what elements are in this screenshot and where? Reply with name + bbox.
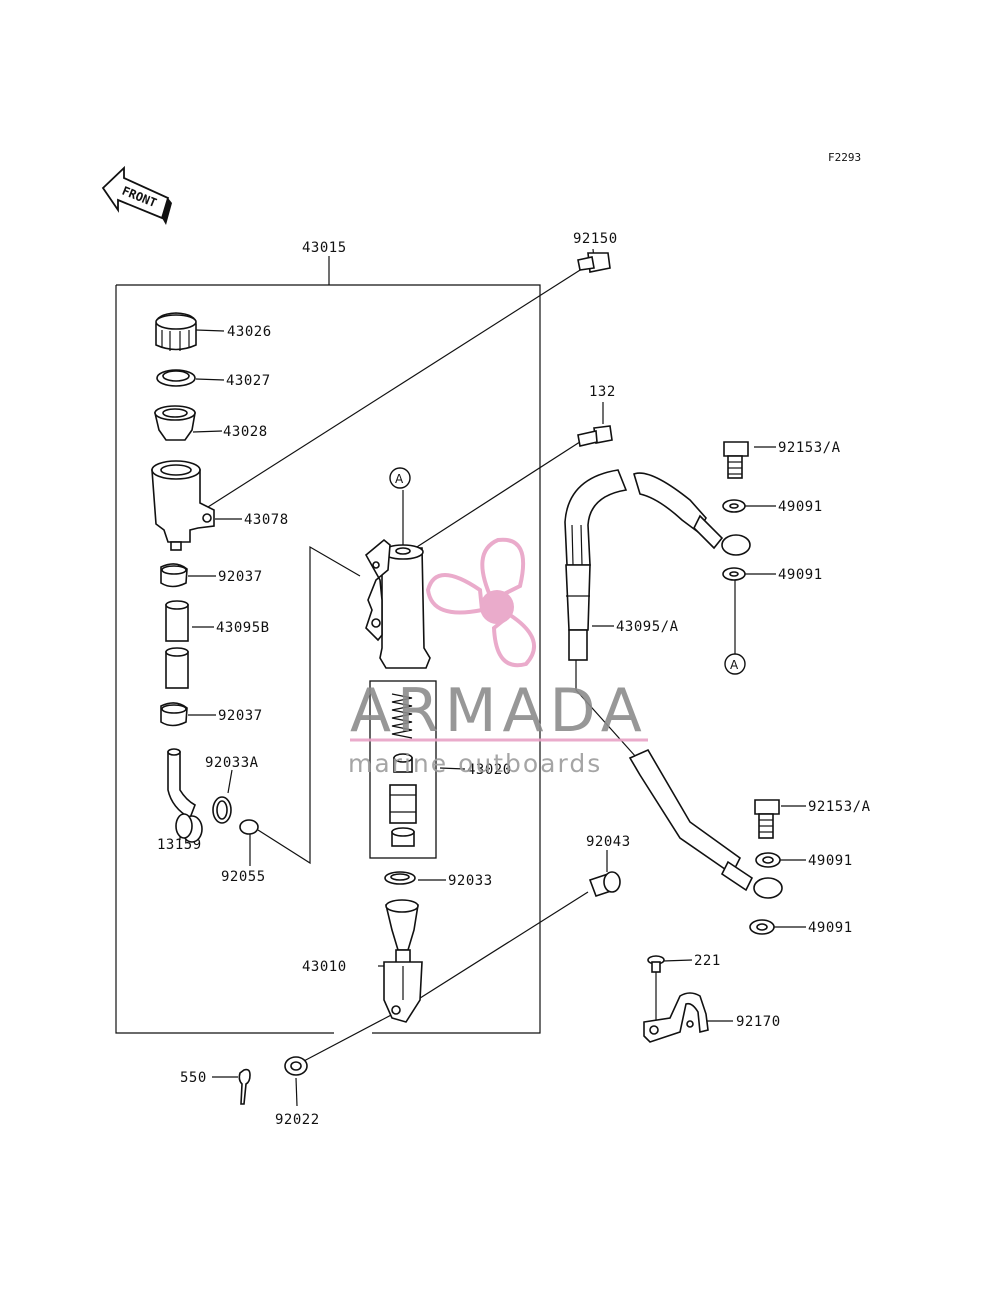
label-43028: 43028: [223, 424, 268, 440]
label-92033a: 92033A: [205, 755, 259, 771]
copper-washer-4-part: [749, 919, 775, 935]
label-92033: 92033: [448, 873, 493, 889]
label-43078: 43078: [244, 512, 289, 528]
svg-text:A: A: [395, 472, 404, 486]
front-arrow-icon: FRONT: [101, 165, 172, 225]
cotter-pin-part: [238, 1068, 251, 1105]
label-550: 550: [180, 1070, 207, 1086]
label-43095b: 43095B: [216, 620, 270, 636]
hose-clamp-bottom-part: [160, 702, 188, 727]
label-43020: 43020: [467, 762, 512, 778]
label-49091-3: 49091: [808, 853, 853, 869]
reservoir-part: [151, 460, 215, 551]
elbow-fitting-part: [167, 748, 203, 843]
label-92153a-bottom: 92153/A: [808, 799, 871, 815]
label-92055: 92055: [221, 869, 266, 885]
label-43095a: 43095/A: [616, 619, 679, 635]
snap-ring-part: [384, 871, 416, 885]
armada-watermark: ARMADA marine outboards: [348, 537, 648, 778]
label-92037-top: 92037: [218, 569, 263, 585]
diagram-code: F2293: [828, 151, 861, 164]
master-cylinder-part: [364, 538, 431, 669]
label-49091-1: 49091: [778, 499, 823, 515]
assembly-bracket: [115, 256, 541, 1034]
screw-221-part: [647, 955, 665, 973]
banjo-bolt-top-part: [723, 441, 749, 479]
hose-clamp-bracket-part: [643, 992, 709, 1043]
reservoir-hose-part: [165, 600, 189, 689]
label-49091-4: 49091: [808, 920, 853, 936]
label-92153a-top: 92153/A: [778, 440, 841, 456]
snap-ring-a-part: [212, 796, 232, 824]
banjo-bolt-bottom-part: [754, 799, 780, 839]
o-ring-part: [239, 819, 259, 835]
label-49091-2: 49091: [778, 567, 823, 583]
brake-hose-part: [564, 469, 783, 899]
copper-washer-3-part: [755, 852, 781, 868]
bolt-132-part: [577, 425, 613, 447]
label-92037-bottom: 92037: [218, 708, 263, 724]
watermark-brand: ARMADA: [350, 676, 648, 746]
clevis-pin-part: [588, 871, 621, 898]
ref-marker-bottom: A: [724, 653, 746, 675]
label-92170: 92170: [736, 1014, 781, 1030]
label-92150: 92150: [573, 231, 618, 247]
hose-clamp-top-part: [160, 563, 188, 588]
label-221: 221: [694, 953, 721, 969]
label-92022: 92022: [275, 1112, 320, 1128]
push-rod-part: [383, 899, 423, 1023]
diaphragm-part: [153, 405, 196, 441]
label-43026: 43026: [227, 324, 272, 340]
reservoir-cap-part: [155, 312, 197, 351]
piston-kit-part: [369, 680, 437, 859]
ref-marker-top: A: [389, 467, 411, 489]
label-43015: 43015: [302, 240, 347, 256]
propeller-logo-icon: [425, 537, 536, 668]
copper-washer-2-part: [722, 567, 746, 581]
diaphragm-plate-part: [156, 369, 196, 387]
washer-92022-part: [284, 1056, 308, 1076]
svg-text:A: A: [730, 658, 739, 672]
label-132: 132: [589, 384, 616, 400]
label-43027: 43027: [226, 373, 271, 389]
watermark-tagline: marine outboards: [348, 749, 602, 778]
label-92043: 92043: [586, 834, 631, 850]
bolt-92150-part: [577, 252, 611, 273]
copper-washer-1-part: [722, 499, 746, 513]
label-43010: 43010: [302, 959, 347, 975]
